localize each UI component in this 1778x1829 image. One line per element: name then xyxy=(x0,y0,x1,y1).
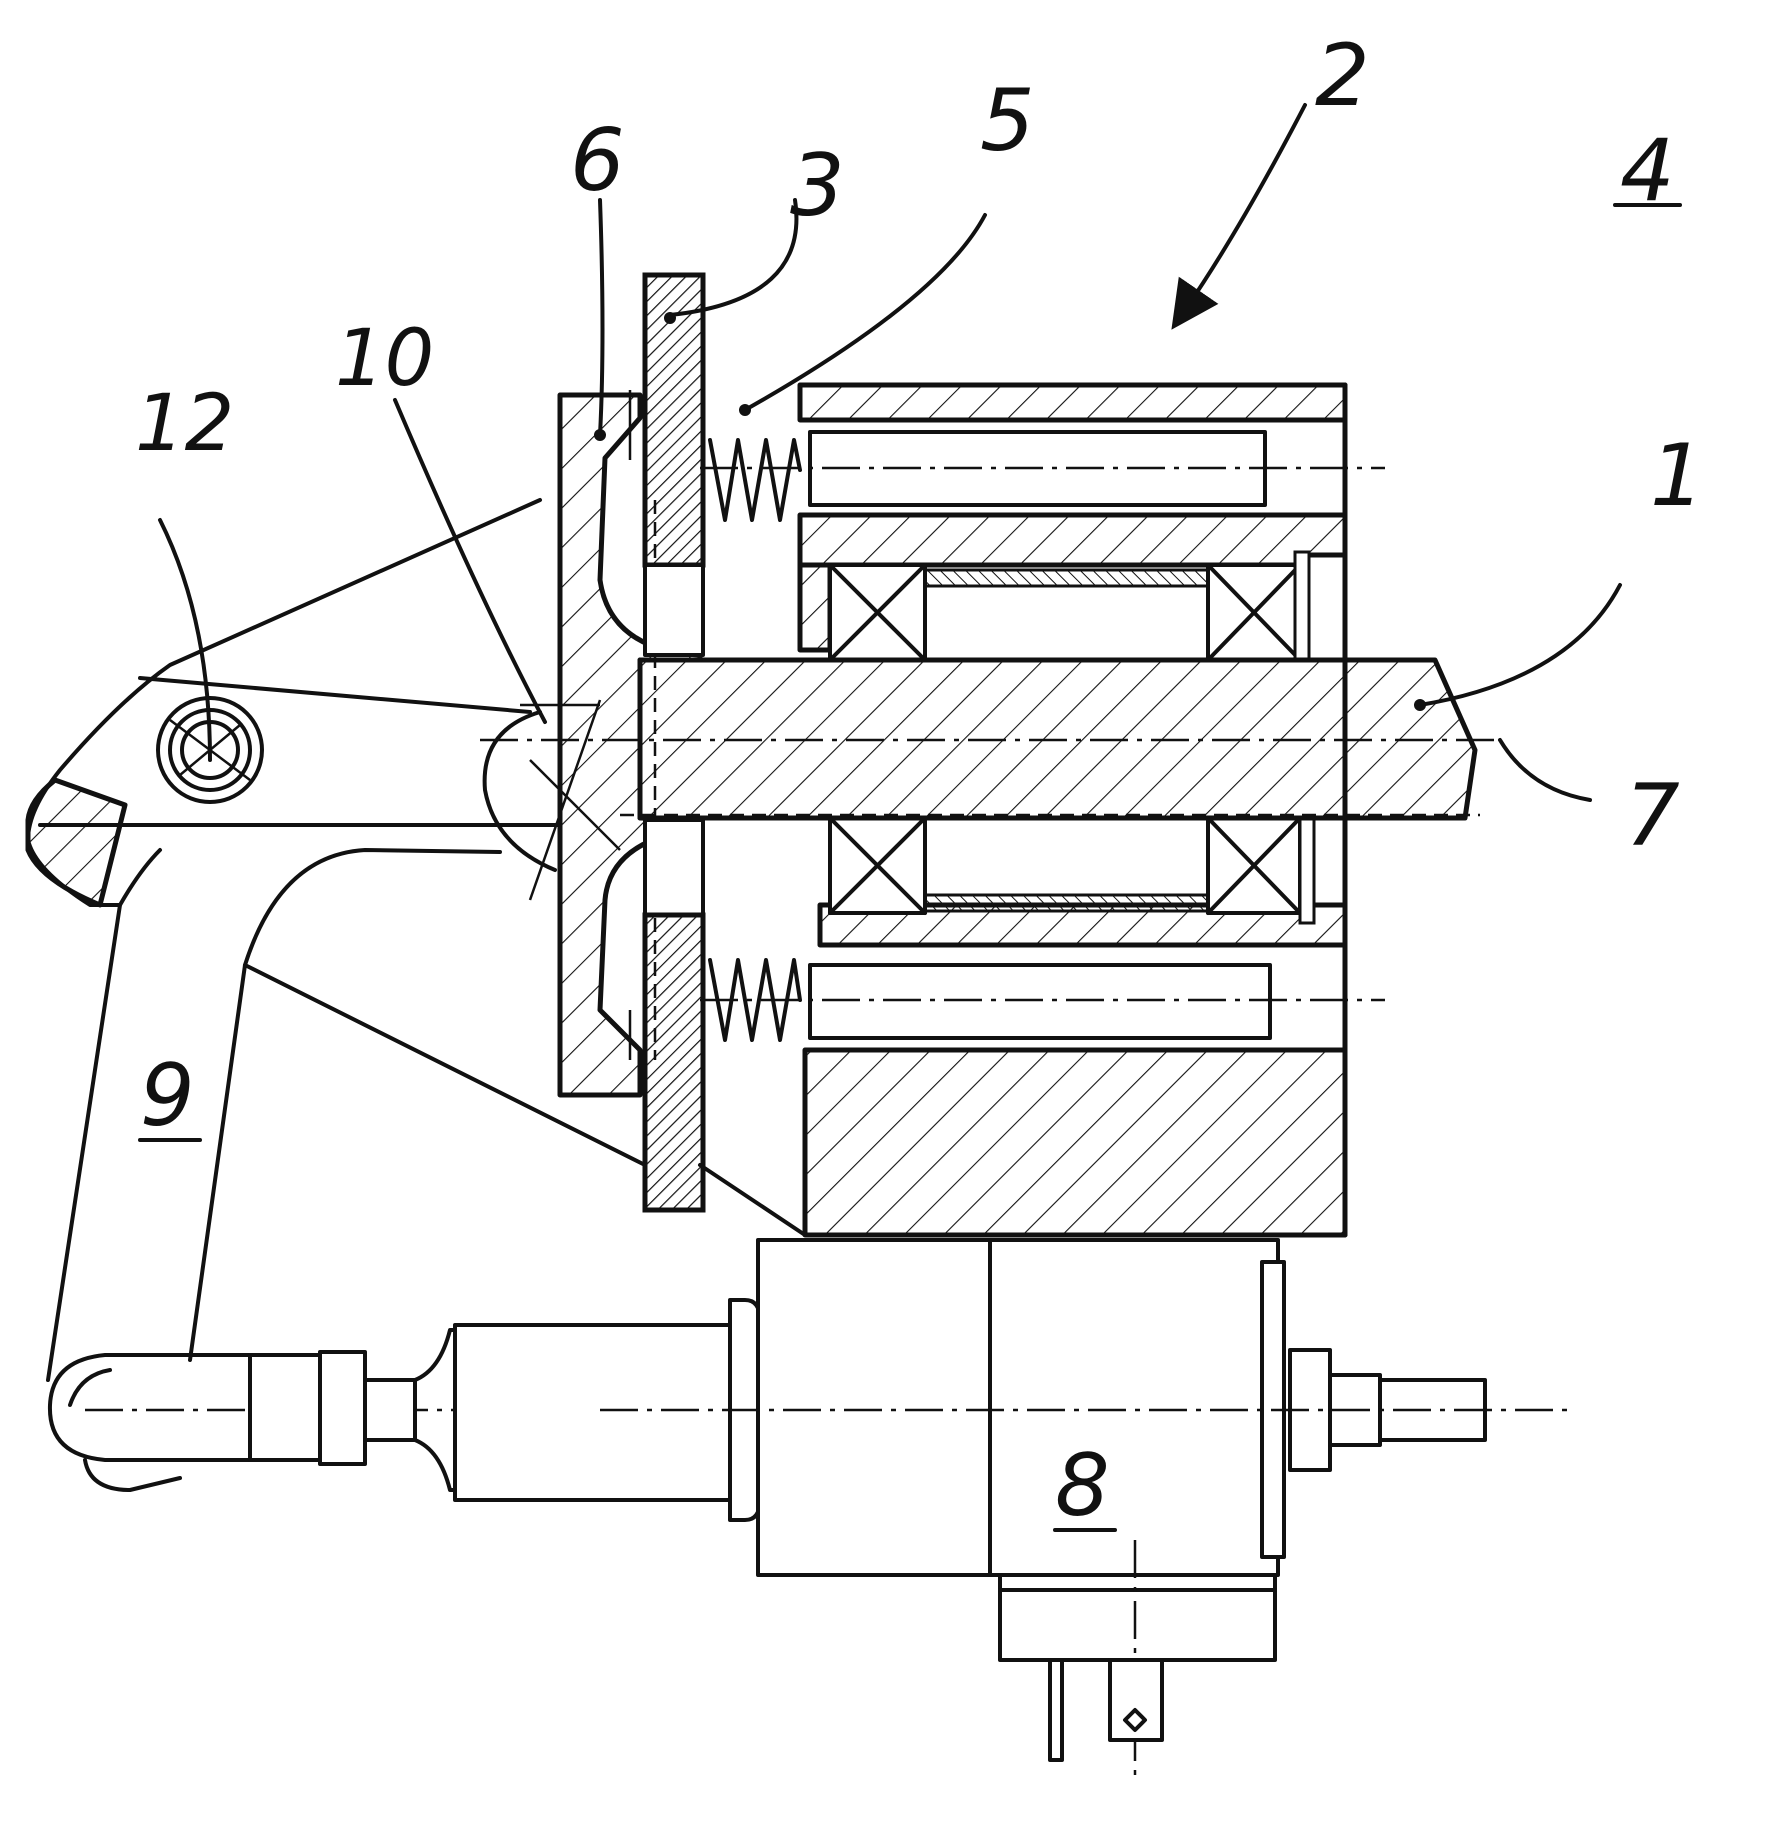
bearing-upper xyxy=(830,552,1309,660)
solenoid xyxy=(455,1240,1570,1780)
label-pivot: 12 xyxy=(135,379,234,469)
housing-tangent-line xyxy=(700,1165,805,1235)
label-axis: 7 xyxy=(1625,766,1680,866)
label-unit: 2 xyxy=(1315,26,1370,126)
label-lever: 9 xyxy=(140,1046,195,1146)
lever xyxy=(28,500,645,1380)
label-spring: 5 xyxy=(980,71,1035,171)
label-shaft: 1 xyxy=(1650,426,1705,526)
label-brake-disc: 3 xyxy=(790,136,845,236)
label-housing-flange: 6 xyxy=(570,111,625,211)
label-cam: 10 xyxy=(335,314,434,404)
label-solenoid: 8 xyxy=(1055,1436,1110,1536)
bearing-lower xyxy=(830,818,1314,923)
spring-upper xyxy=(710,440,800,520)
